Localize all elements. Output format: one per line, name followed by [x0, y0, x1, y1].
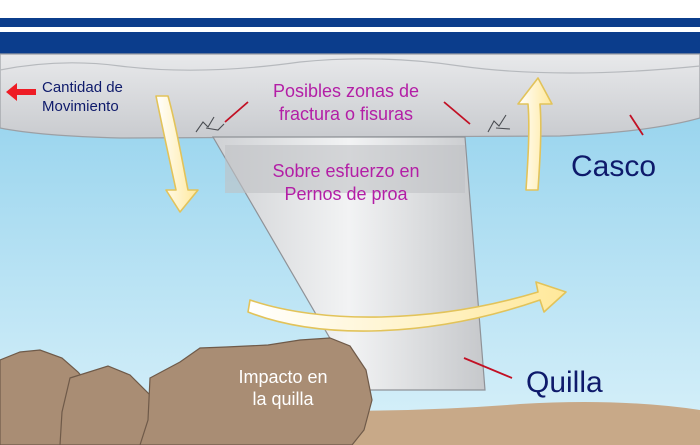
impact-label-line1: Impacto en — [238, 367, 328, 387]
bow-bolts-region — [225, 145, 465, 193]
stress-label-line1: Sobre esfuerzo en — [272, 161, 420, 181]
fracture-label-line2: fractura o fisuras — [278, 104, 414, 124]
leader-line-keel — [463, 357, 513, 379]
hull — [0, 53, 700, 139]
fracture-zones-label: Posibles zonas de fractura o fisuras — [246, 80, 446, 126]
sky — [0, 0, 700, 22]
stress-label-line2: Pernos de proa — [284, 184, 408, 204]
momentum-label: Cantidad de Movimiento — [42, 78, 123, 116]
momentum-label-line1: Cantidad de — [42, 79, 123, 96]
hull-stripe-gap — [0, 28, 700, 31]
leader-line-fracture-right — [443, 101, 471, 125]
fracture-label-line1: Posibles zonas de — [272, 81, 420, 101]
hull-wrinkle-line — [0, 58, 700, 74]
crack-left — [195, 116, 225, 133]
hull-stripe-main — [0, 32, 700, 54]
impact-label-line2: la quilla — [252, 389, 314, 409]
arrow-left-icon — [6, 83, 36, 101]
bow-bolts-stress-label: Sobre esfuerzo en Pernos de proa — [246, 160, 446, 206]
leader-line-fracture-left — [224, 101, 249, 123]
leader-line-hull — [629, 114, 644, 136]
crack-right — [487, 114, 511, 133]
keel-label: Quilla — [526, 366, 603, 399]
curved-arrow-icon — [155, 95, 199, 213]
curved-arrow-icon — [247, 281, 567, 332]
curved-arrow-icon — [517, 77, 553, 191]
hull-stripe-top — [0, 18, 700, 27]
hull-label: Casco — [571, 150, 657, 183]
keel-impact-label: Impacto en la quilla — [224, 366, 342, 410]
rock-impact — [139, 337, 373, 445]
momentum-label-line2: Movimiento — [42, 98, 119, 115]
